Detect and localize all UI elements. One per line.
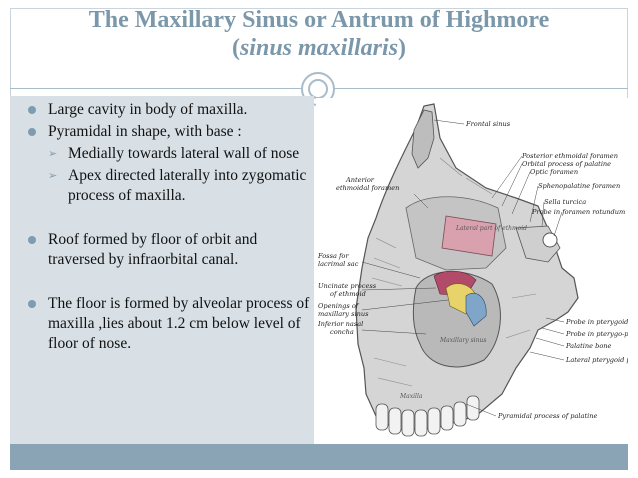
label-probe-pterygo-palatine: Probe in pterygo-palatine canal — [565, 330, 628, 338]
label-frontal-sinus: Frontal sinus — [465, 120, 511, 128]
label-anterior-ethmoidal-2: ethmoidal foramen — [336, 184, 399, 192]
label-uncinate-1: Uncinate process — [318, 282, 377, 290]
bullet-text: Pyramidal in shape, with base : — [48, 123, 242, 140]
label-orbital-process-palatine: Orbital process of palatine — [522, 160, 611, 168]
label-openings-1: Openings of — [318, 302, 360, 310]
foramen-rotundum-probe-shape — [542, 232, 558, 248]
skull-sagittal-drawing: Frontal sinus Posterior ethmoidal forame… — [317, 103, 628, 437]
bullet-item: Pyramidal in shape, with base : — [28, 122, 310, 142]
title-line-2: (sinus maxillaris) — [0, 34, 638, 62]
label-probe-foramen-rotundum: Probe in foramen rotundum — [531, 208, 625, 216]
bullet-dot-icon — [28, 236, 36, 244]
text-panel-background — [10, 96, 314, 444]
sub-bullet-text: Medially towards lateral wall of nose — [68, 145, 300, 162]
label-posterior-ethmoidal-foramen: Posterior ethmoidal foramen — [521, 152, 618, 160]
sub-bullet-item: ➢ Apex directed laterally into zygomatic… — [28, 166, 310, 206]
title-latin-name: sinus maxillaris — [239, 35, 399, 61]
ethmoid-plate-shape — [441, 215, 497, 257]
teeth-row — [375, 395, 480, 437]
label-maxilla: Maxilla — [399, 393, 423, 400]
bullet-item: Large cavity in body of maxilla. — [28, 100, 310, 120]
bullet-dot-icon — [28, 106, 36, 114]
label-probe-pterygoid-canal: Probe in pterygoid canal — [565, 318, 628, 326]
arrow-bullet-icon: ➢ — [48, 147, 58, 160]
bullet-item: Roof formed by floor of orbit and traver… — [28, 230, 310, 270]
label-lateral-pterygoid-plate: Lateral pterygoid plate — [565, 356, 628, 364]
bullet-item: The floor is formed by alveolar process … — [28, 294, 310, 354]
bullet-text: Large cavity in body of maxilla. — [48, 101, 248, 118]
footer-bar — [10, 444, 628, 470]
bullet-text: The floor is formed by alveolar process … — [48, 295, 310, 352]
label-openings-2: maxillary sinus — [318, 310, 369, 318]
label-uncinate-2: of ethmoid — [330, 290, 366, 298]
label-anterior-ethmoidal-1: Anterior — [345, 176, 375, 184]
label-maxillary-sinus: Maxillary sinus — [439, 337, 486, 344]
label-pyramidal-process: Pyramidal process of palatine — [497, 412, 597, 420]
label-inferior-concha-1: Inferior nasal — [317, 320, 363, 328]
title-paren-close: ) — [398, 35, 407, 61]
label-sella-turcica: Sella turcica — [544, 198, 586, 206]
sinus-opening-blue-shape — [465, 292, 487, 327]
label-inferior-concha-2: concha — [330, 328, 354, 336]
label-sphenopalatine-foramen: Sphenopalatine foramen — [538, 182, 620, 190]
sub-bullet-text: Apex directed laterally into zygomatic p… — [68, 167, 307, 204]
title-line-1: The Maxillary Sinus or Antrum of Highmor… — [88, 7, 550, 33]
title-paren-open: ( — [231, 35, 240, 61]
sub-bullet-item: ➢ Medially towards lateral wall of nose — [28, 144, 310, 164]
label-ethmoid-plate: Lateral part of ethmoid — [455, 225, 527, 232]
label-palatine-bone: Palatine bone — [565, 342, 612, 350]
slide-title: The Maxillary Sinus or Antrum of Highmor… — [0, 6, 638, 62]
bullet-text: Roof formed by floor of orbit and traver… — [48, 231, 258, 268]
hatching-lines — [371, 157, 537, 387]
arrow-bullet-icon: ➢ — [48, 169, 58, 182]
frontal-sinus-shape — [411, 109, 435, 169]
bullet-dot-icon — [28, 128, 36, 136]
anatomy-illustration: Frontal sinus Posterior ethmoidal forame… — [316, 98, 628, 444]
label-fossa-lacrimal-2: lacrimal sac — [318, 260, 359, 268]
label-fossa-lacrimal-1: Fossa for — [317, 252, 349, 260]
leader-lines — [361, 119, 565, 417]
label-optic-foramen: Optic foramen — [530, 168, 578, 176]
bullet-dot-icon — [28, 300, 36, 308]
bullet-list: Large cavity in body of maxilla. Pyramid… — [28, 100, 310, 354]
